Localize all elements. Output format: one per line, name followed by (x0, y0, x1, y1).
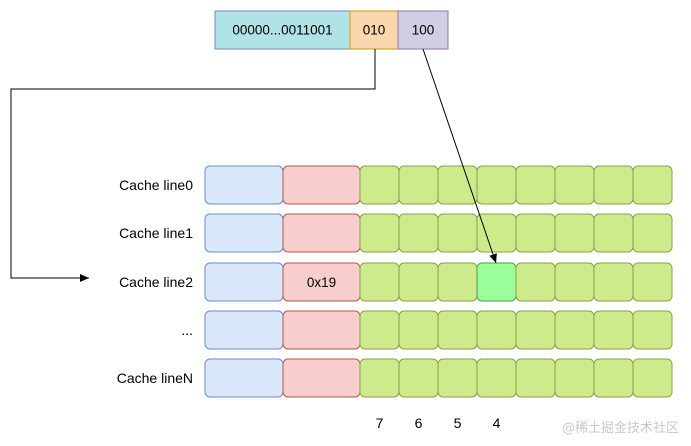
data-byte-cell (359, 310, 400, 350)
data-byte-cell (554, 165, 595, 205)
tag-cell (282, 310, 361, 350)
data-byte-cell (593, 262, 634, 302)
data-byte-cell (632, 262, 673, 302)
data-byte-cell (437, 358, 478, 398)
data-byte-cell (476, 310, 517, 350)
data-byte-cell (515, 165, 556, 205)
tag-cell-value: 0x19 (307, 275, 336, 290)
address-index-box (349, 10, 399, 50)
valid-cell (204, 358, 284, 398)
cache-line-label: Cache line1 (119, 225, 193, 241)
valid-cell (204, 262, 284, 302)
cache-line-row: Cache lineN (117, 358, 673, 398)
address-offset-text: 100 (412, 23, 435, 38)
data-byte-cell (632, 310, 673, 350)
data-byte-cell (554, 310, 595, 350)
address-tag-box (214, 10, 351, 50)
data-byte-cell (398, 213, 439, 253)
data-byte-cell (515, 310, 556, 350)
byte-index-label: 6 (415, 415, 423, 431)
data-byte-cell (593, 310, 634, 350)
valid-cell (204, 165, 284, 205)
data-byte-cell (554, 262, 595, 302)
data-byte-cell (359, 358, 400, 398)
data-byte-cell (515, 213, 556, 253)
index-connector-arrow (10, 49, 376, 282)
cache-line-label: ... (181, 322, 193, 338)
address-index-text: 010 (363, 23, 386, 38)
byte-index-label: 4 (493, 415, 501, 431)
byte-index-labels: 7 6 5 4 (376, 415, 501, 431)
byte-index-label: 7 (376, 415, 384, 431)
tag-cell (282, 165, 361, 205)
data-byte-cell (476, 213, 517, 253)
byte-index-label: 5 (454, 415, 462, 431)
watermark: @稀土掘金技术社区 (561, 421, 679, 436)
data-byte-cell (554, 358, 595, 398)
data-byte-cell (515, 358, 556, 398)
data-byte-cell (476, 358, 517, 398)
data-byte-cell-highlighted (476, 262, 517, 302)
cache-line-row: Cache line0 (119, 165, 673, 205)
cache-line-row: Cache line2 0x19 (119, 262, 673, 302)
data-byte-cell (437, 310, 478, 350)
data-byte-cell (398, 262, 439, 302)
data-byte-cell (398, 358, 439, 398)
address-tag-text: 00000...0011001 (232, 23, 332, 38)
data-byte-cell (632, 213, 673, 253)
data-byte-cell (359, 213, 400, 253)
address-offset-field: 100 (397, 10, 449, 50)
data-byte-cell (437, 262, 478, 302)
tag-cell (282, 213, 361, 253)
data-byte-cell (476, 165, 517, 205)
cache-line-row: Cache line1 (119, 213, 673, 253)
data-byte-cell (593, 358, 634, 398)
cache-line-label: Cache lineN (117, 370, 193, 386)
data-byte-cell (398, 310, 439, 350)
address-bar: 00000...0011001 010 100 (214, 10, 449, 50)
data-byte-cell (632, 165, 673, 205)
data-byte-cell (515, 262, 556, 302)
tag-cell (282, 358, 361, 398)
data-byte-cell (593, 213, 634, 253)
address-tag-field: 00000...0011001 (214, 10, 351, 50)
valid-cell (204, 213, 284, 253)
data-byte-cell (359, 165, 400, 205)
cache-line-row: ... (181, 310, 673, 350)
cache-line-label: Cache line0 (119, 177, 193, 193)
data-byte-cell (554, 213, 595, 253)
data-byte-cell (632, 358, 673, 398)
offset-connector-arrow (422, 48, 497, 264)
cache-line-label: Cache line2 (119, 274, 193, 290)
data-byte-cell (437, 213, 478, 253)
valid-cell (204, 310, 284, 350)
data-byte-cell (437, 165, 478, 205)
data-byte-cell (398, 165, 439, 205)
data-byte-cell (593, 165, 634, 205)
data-byte-cell (359, 262, 400, 302)
address-index-field: 010 (349, 10, 399, 50)
